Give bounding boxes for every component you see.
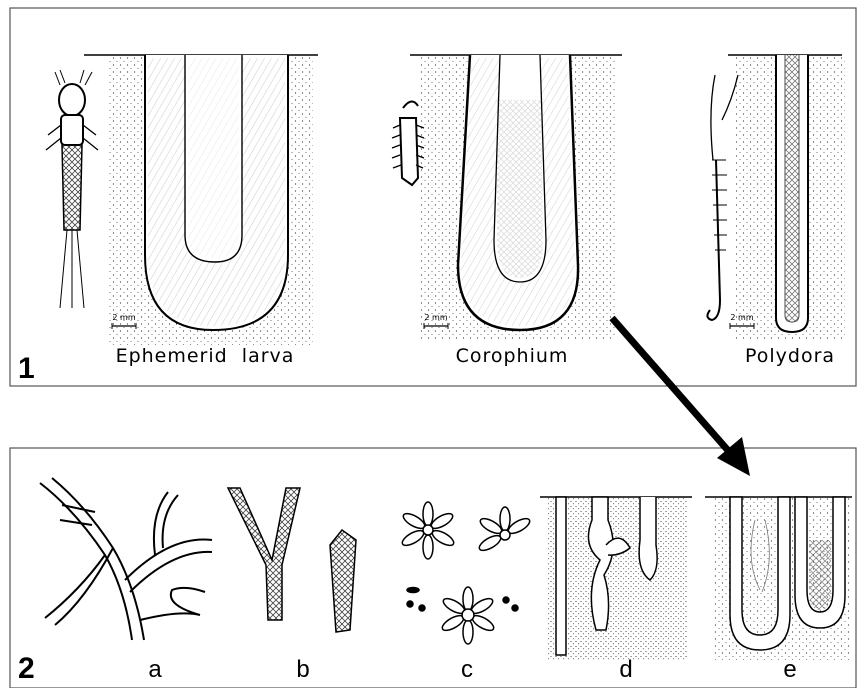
caption-ephemerid-larva: Ephemerid larva <box>116 345 295 367</box>
panel-1-label: 1 <box>18 352 35 385</box>
sublabel-c: c <box>461 656 473 683</box>
ephemerid-scale-bar: 2 mm <box>112 313 136 329</box>
sublabel-b: b <box>296 656 309 683</box>
corophium-scale-label: 2 mm <box>424 313 447 322</box>
sublabel-d: d <box>619 656 632 683</box>
corophium-burrow <box>410 55 622 340</box>
ephemerid-burrow <box>84 55 318 345</box>
corophium-scale-bar: 2 mm <box>424 313 448 329</box>
caption-corophium: Corophium <box>456 345 569 367</box>
diagram-d-vertical-burrows <box>540 497 692 660</box>
panel-2: 2 a b c d e <box>10 448 856 688</box>
sublabel-a: a <box>148 656 162 683</box>
polydora-scale-bar: 2 mm <box>730 313 754 329</box>
caption-polydora: Polydora <box>745 345 835 367</box>
diagram-e-u-burrows <box>705 497 852 660</box>
panel-1: 2 mm Ephemerid larva 2 mm Corophium <box>10 8 856 386</box>
panel-2-label: 2 <box>18 652 35 685</box>
sublabel-e: e <box>783 656 796 683</box>
polydora-scale-label: 2 mm <box>730 313 753 322</box>
polydora-burrow <box>728 55 845 340</box>
ephemerid-scale-label: 2 mm <box>112 313 135 322</box>
